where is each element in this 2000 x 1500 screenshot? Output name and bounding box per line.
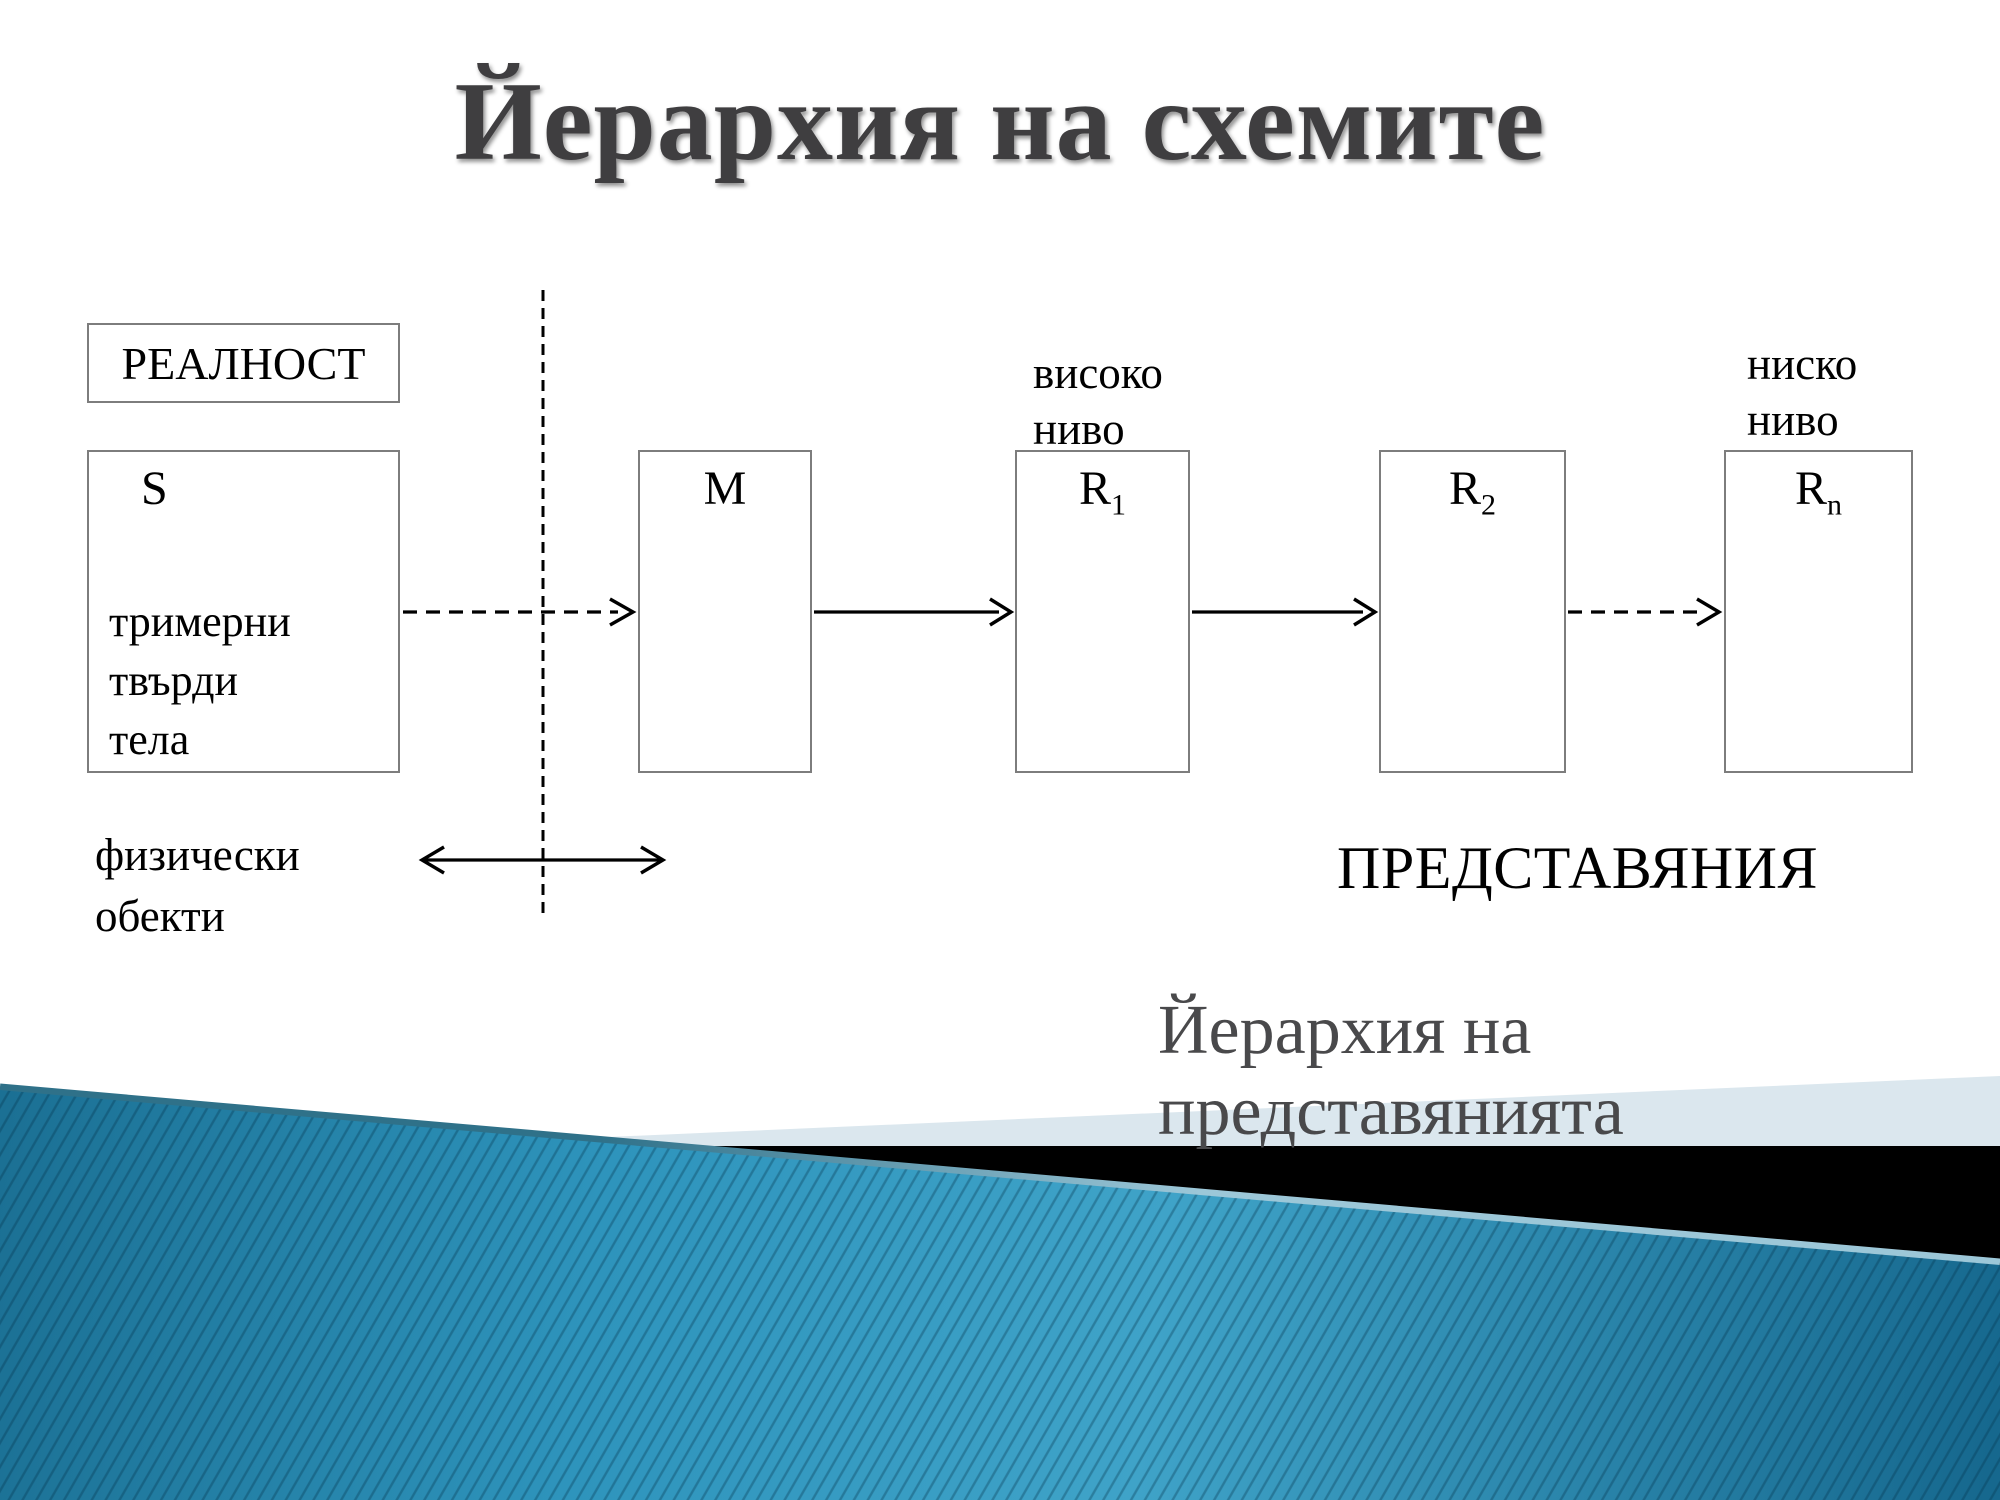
r1-subscript: 1 [1111, 488, 1126, 522]
r2-to-rn-dashed-arrow [1568, 597, 1723, 627]
r2-to-rn-arrowhead-icon [1696, 597, 1723, 627]
high-level-line: високо [1033, 348, 1163, 398]
double-arrow-right-head-icon [640, 845, 667, 875]
rn-box-label: Rn [1726, 452, 1911, 525]
r1-base: R [1078, 462, 1111, 515]
rn-box: Rn [1724, 450, 1913, 773]
reality-label: РЕАЛНОСТ [121, 337, 366, 389]
representations-label: ПРЕДСТАВЯНИЯ [1337, 835, 1819, 901]
low-level-line: ниско [1747, 339, 1858, 389]
high-level-line: ниво [1033, 404, 1125, 454]
slide-title: Йерархия на схемите [454, 60, 1546, 184]
low-level-line: ниво [1747, 395, 1839, 445]
reality-representation-double-arrow [418, 845, 667, 875]
r1-box-label: R1 [1017, 452, 1188, 525]
m-box: M [638, 450, 812, 773]
reality-box: РЕАЛНОСТ [87, 323, 400, 403]
s-box-caption: тримерни твърди тела [109, 592, 291, 769]
rn-base: R [1794, 462, 1827, 515]
r2-box: R2 [1379, 450, 1566, 773]
r2-subscript: 2 [1481, 488, 1496, 522]
m-to-r1-arrow [814, 597, 1015, 627]
s-caption-line: твърди [109, 656, 239, 705]
s-to-m-arrowhead-icon [609, 597, 637, 627]
double-arrow-left-head-icon [418, 845, 445, 875]
s-caption-line: тримерни [109, 597, 291, 646]
r1-box: R1 [1015, 450, 1190, 773]
s-box-label: S [141, 462, 168, 515]
physical-objects-line: обекти [95, 891, 225, 941]
m-box-label: M [703, 462, 747, 515]
footer-caption: Йерархия на представянията [1158, 992, 1624, 1150]
s-caption-line: тела [109, 715, 190, 764]
r2-base: R [1448, 462, 1481, 515]
s-to-m-dashed-arrow [403, 597, 637, 627]
r1-to-r2-arrowhead-icon [1353, 597, 1379, 627]
black-band [650, 1146, 2000, 1500]
rn-subscript: n [1827, 488, 1842, 522]
high-level-label: високо ниво [1033, 345, 1163, 457]
physical-objects-label: физически обекти [95, 825, 300, 947]
s-box: S тримерни твърди тела [87, 450, 400, 773]
m-to-r1-arrowhead-icon [989, 597, 1015, 627]
r2-box-label: R2 [1381, 452, 1564, 525]
r1-to-r2-arrow [1192, 597, 1379, 627]
low-level-label: ниско ниво [1747, 336, 1857, 448]
physical-objects-line: физически [95, 830, 300, 880]
